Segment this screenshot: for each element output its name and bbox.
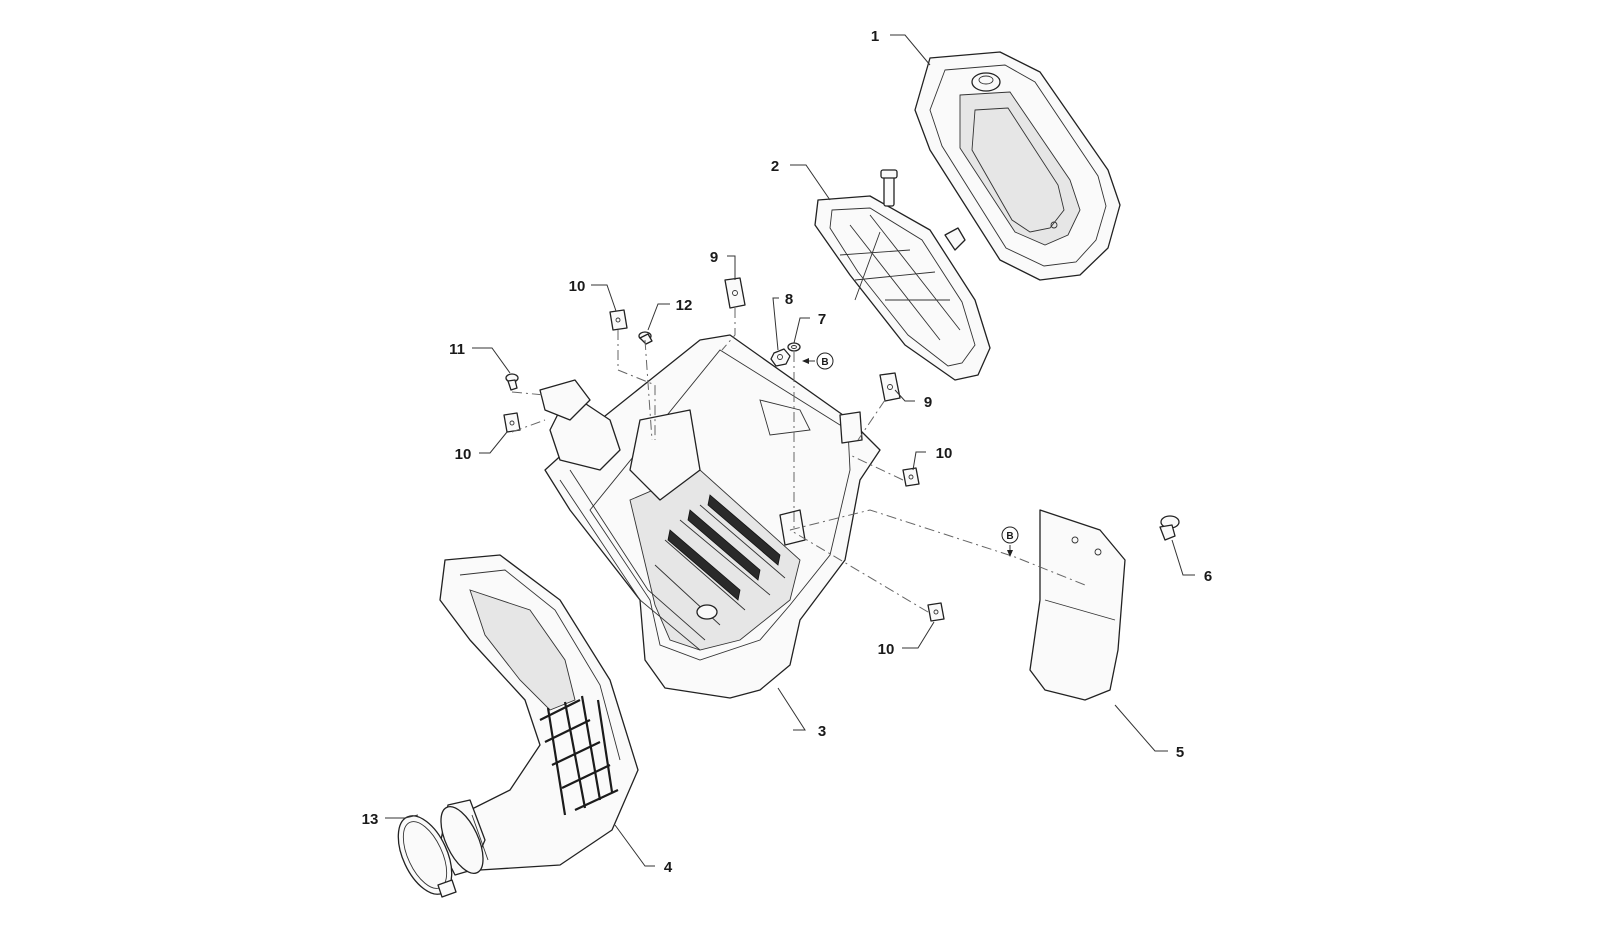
callout-leaders [385, 34, 1195, 867]
callout-9-b: 9 [924, 394, 932, 411]
part-6-screw[interactable] [1159, 515, 1180, 541]
ref-marker-b-upper: B [802, 352, 834, 370]
part-10-clip-nut-b[interactable] [503, 412, 521, 433]
part-9-clip-nut-b[interactable] [879, 372, 901, 402]
callout-7: 7 [818, 311, 826, 328]
part-3-air-box[interactable] [539, 334, 881, 699]
part-7-washer[interactable] [787, 342, 801, 352]
part-11-screw[interactable] [505, 373, 519, 391]
callout-6: 6 [1204, 568, 1212, 585]
part-9-clip-nut-a[interactable] [724, 277, 746, 309]
callout-4: 4 [664, 859, 673, 876]
part-4-intake-duct[interactable] [432, 554, 639, 879]
part-10-clip-nut-d[interactable] [927, 602, 945, 622]
part-5-splash-flap[interactable] [1029, 509, 1126, 701]
callout-5: 5 [1176, 744, 1184, 761]
callout-9-a: 9 [710, 249, 718, 266]
assembly-lines [511, 308, 1086, 613]
part-2-filter-cage[interactable] [814, 169, 991, 381]
callout-13: 13 [362, 811, 379, 828]
ref-label-b-upper: B [821, 357, 828, 368]
callout-10-b: 10 [455, 446, 472, 463]
callout-8: 8 [785, 291, 793, 308]
callout-labels: 1 2 3 4 5 6 7 8 9 9 10 10 10 10 11 12 13 [362, 28, 1213, 876]
callout-1: 1 [871, 28, 879, 45]
callout-11: 11 [449, 341, 465, 358]
part-8-nut[interactable] [770, 348, 791, 367]
callout-10-a: 10 [569, 278, 586, 295]
ref-label-b-lower: B [1006, 531, 1013, 542]
ref-marker-b-lower: B [1001, 526, 1019, 557]
part-12-screw[interactable] [638, 331, 653, 345]
part-10-clip-nut-a[interactable] [609, 309, 628, 331]
callout-3: 3 [818, 723, 826, 740]
part-10-clip-nut-c[interactable] [902, 467, 920, 487]
callout-12: 12 [676, 297, 693, 314]
part-13-hose-clamp[interactable] [387, 808, 462, 903]
callout-2: 2 [771, 158, 779, 175]
callout-10-c: 10 [936, 445, 953, 462]
callout-10-d: 10 [878, 641, 895, 658]
part-1-air-filter[interactable] [914, 51, 1121, 281]
